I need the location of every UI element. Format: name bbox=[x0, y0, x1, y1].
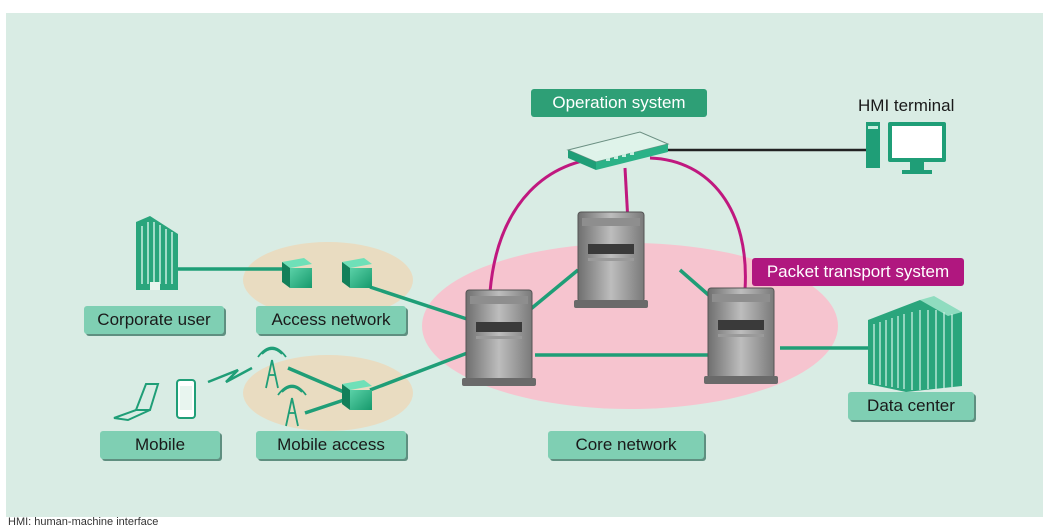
access-cube-icon-1 bbox=[282, 258, 312, 288]
data-center-icon bbox=[868, 296, 962, 392]
core-node-icon-center bbox=[574, 211, 648, 308]
link-mobile-core bbox=[369, 350, 471, 392]
link-tower2-cube bbox=[304, 398, 345, 415]
corporate-building-icon bbox=[136, 216, 178, 290]
core-network-label: Core network bbox=[548, 431, 704, 459]
laptop-icon bbox=[113, 383, 160, 422]
footnote: HMI: human-machine interface bbox=[8, 516, 159, 528]
core-node-icon-left bbox=[462, 289, 536, 386]
hmi-terminal-icon bbox=[866, 122, 946, 174]
operation-switch-icon bbox=[566, 131, 670, 170]
corporate-user-label: Corporate user bbox=[84, 306, 224, 334]
access-network-area bbox=[243, 242, 413, 318]
phone-icon bbox=[176, 379, 196, 419]
access-cube-icon-2 bbox=[342, 258, 372, 288]
access-network-label: Access network bbox=[256, 306, 406, 334]
packet-transport-label: Packet transport system bbox=[752, 258, 964, 286]
link-tower1-cube bbox=[287, 366, 345, 394]
data-center-label: Data center bbox=[848, 392, 974, 420]
core-node-icon-right bbox=[704, 287, 778, 384]
mgmt-link-right bbox=[649, 156, 747, 291]
hmi-terminal-label: HMI terminal bbox=[858, 96, 955, 115]
link-access-core bbox=[369, 285, 471, 322]
mobile-access-cube-icon bbox=[342, 380, 372, 410]
radio-tower-icon-2 bbox=[277, 384, 307, 427]
radio-tower-icon-1 bbox=[257, 346, 287, 389]
operation-system-label: Operation system bbox=[531, 89, 707, 117]
mobile-label: Mobile bbox=[100, 431, 220, 459]
wireless-signal-icon bbox=[207, 366, 253, 384]
mobile-access-label: Mobile access bbox=[256, 431, 406, 459]
mobile-access-area bbox=[243, 355, 413, 431]
